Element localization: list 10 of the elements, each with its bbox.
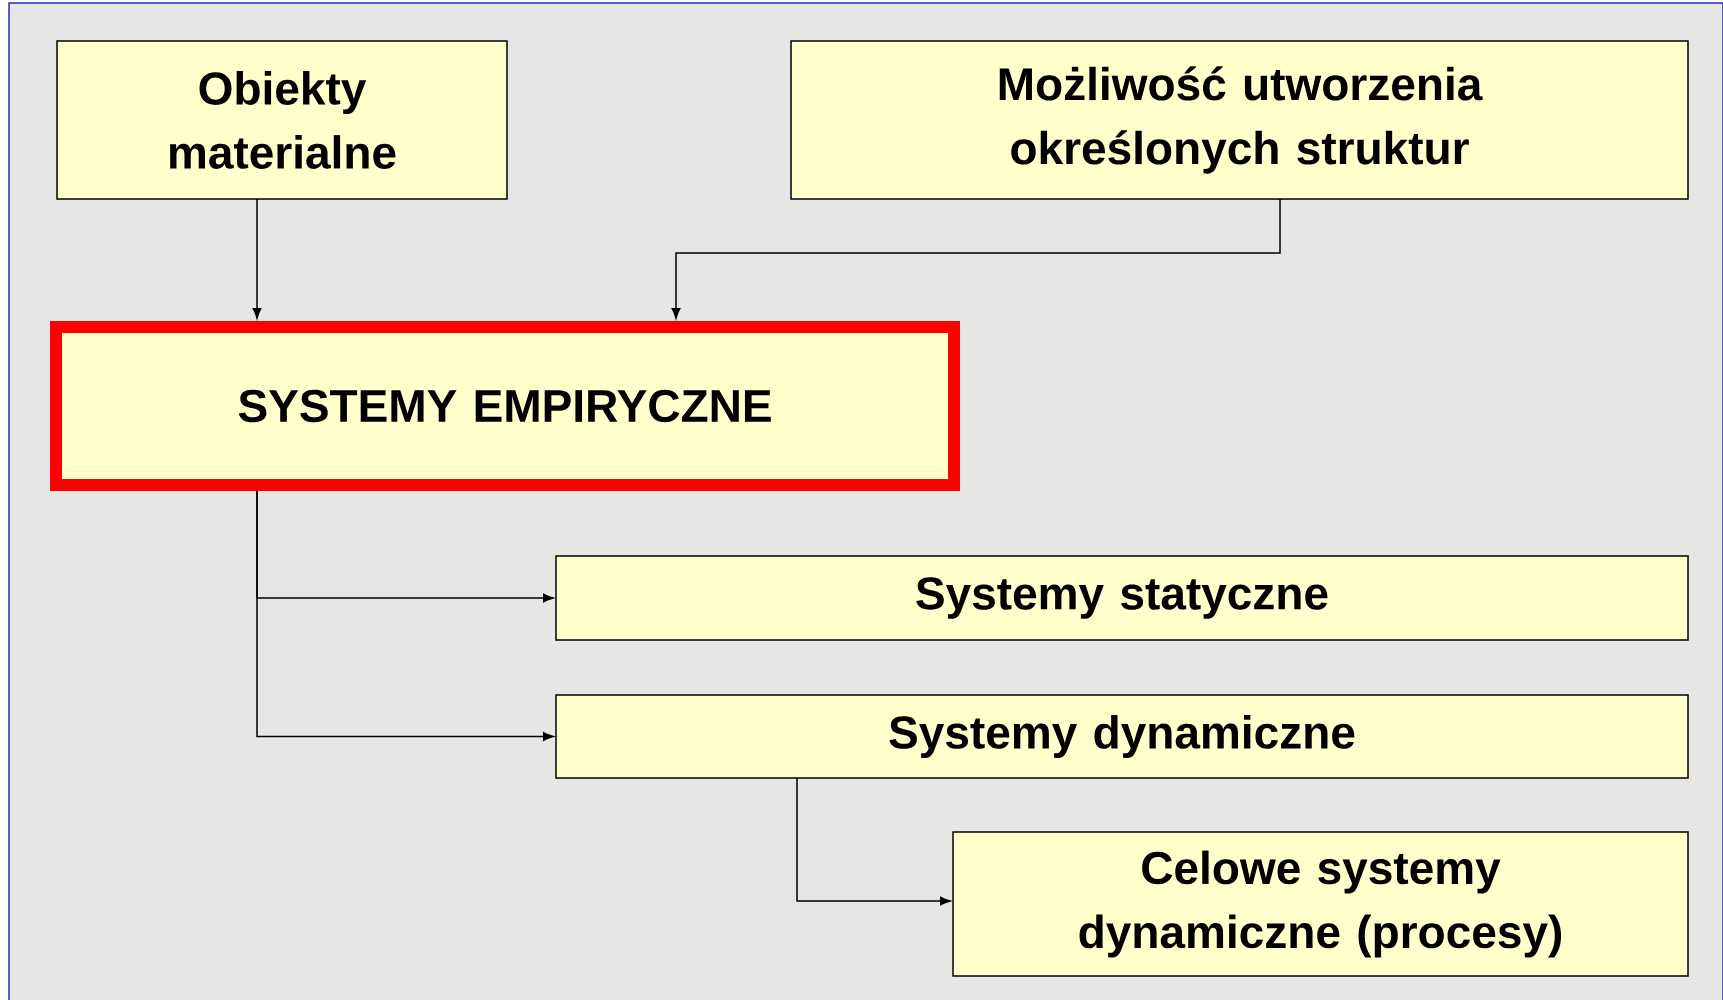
process-box: Obiekty materialne <box>56 40 508 200</box>
arrow <box>796 777 951 906</box>
highlighted-box: SYSTEMY EMPIRYCZNE <box>50 321 960 491</box>
process-box: Systemy statyczne <box>555 555 1689 641</box>
arrow <box>671 198 1281 319</box>
arrow <box>252 198 262 319</box>
process-box: Możliwość utworzenia określonych struktur <box>790 40 1689 200</box>
process-box: Celowe systemy dynamiczne (procesy) <box>952 831 1689 977</box>
arrow <box>256 490 554 741</box>
process-box: Systemy dynamiczne <box>555 694 1689 779</box>
